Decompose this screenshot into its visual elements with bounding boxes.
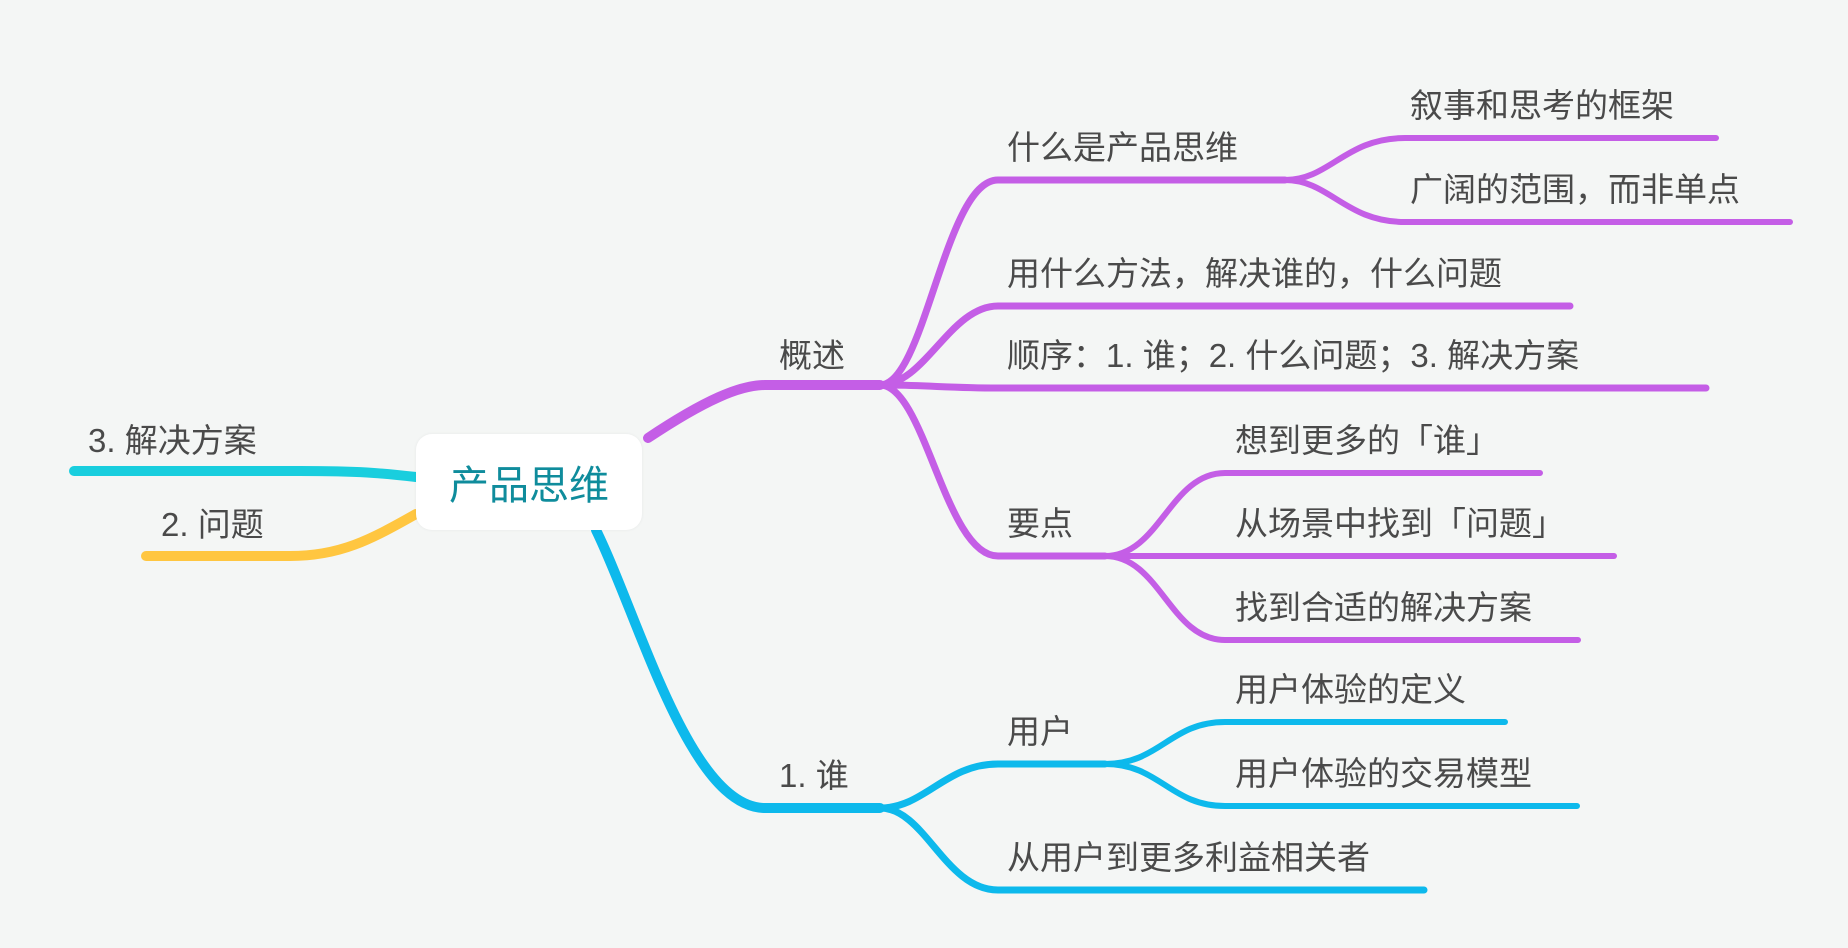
connector-overview-what [876, 176, 1289, 389]
node-stakeholders[interactable]: 从用户到更多利益相关者 [1007, 839, 1370, 876]
node-user[interactable]: 用户 [1007, 713, 1073, 750]
connector-overview-points [876, 381, 1109, 560]
connector-root-overview [643, 380, 885, 443]
node-what-is-product-thinking[interactable]: 什么是产品思维 [1007, 129, 1238, 166]
node-problem[interactable]: 2. 问题 [161, 506, 264, 543]
node-overview[interactable]: 概述 [779, 337, 845, 374]
node-solution[interactable]: 3. 解决方案 [88, 422, 257, 459]
node-narrative-framework[interactable]: 叙事和思考的框架 [1410, 87, 1674, 124]
connector-who-stakeholders [876, 804, 1428, 894]
connector-points-who [1102, 470, 1543, 559]
connector-user-model [1102, 761, 1580, 809]
node-who[interactable]: 1. 谁 [779, 757, 849, 794]
node-method[interactable]: 用什么方法，解决谁的，什么问题 [1007, 255, 1502, 292]
connector-overview-order [876, 381, 1710, 392]
root-label: 产品思维 [449, 464, 609, 508]
node-order[interactable]: 顺序：1. 谁；2. 什么问题；3. 解决方案 [1007, 337, 1580, 374]
connector-root-problem [141, 509, 421, 561]
root-node[interactable]: 产品思维 [416, 434, 642, 530]
connector-what-framework [1282, 135, 1719, 183]
node-ux-transaction-model[interactable]: 用户体验的交易模型 [1235, 755, 1532, 792]
connector-points-solution [1102, 553, 1581, 643]
node-key-points[interactable]: 要点 [1007, 505, 1073, 542]
node-find-problem[interactable]: 从场景中找到「问题」 [1235, 505, 1565, 542]
connector-root-who [591, 525, 885, 813]
connector-who-user [876, 760, 1109, 812]
node-find-solution[interactable]: 找到合适的解决方案 [1235, 589, 1532, 626]
connector-user-definition [1102, 719, 1508, 767]
node-broad-scope[interactable]: 广阔的范围，而非单点 [1410, 171, 1740, 208]
node-more-who[interactable]: 想到更多的「谁」 [1235, 422, 1499, 459]
connector-root-solution [69, 466, 421, 482]
connector-overview-method [876, 302, 1574, 389]
connector-what-scope [1282, 177, 1793, 225]
node-ux-definition[interactable]: 用户体验的定义 [1235, 671, 1466, 708]
